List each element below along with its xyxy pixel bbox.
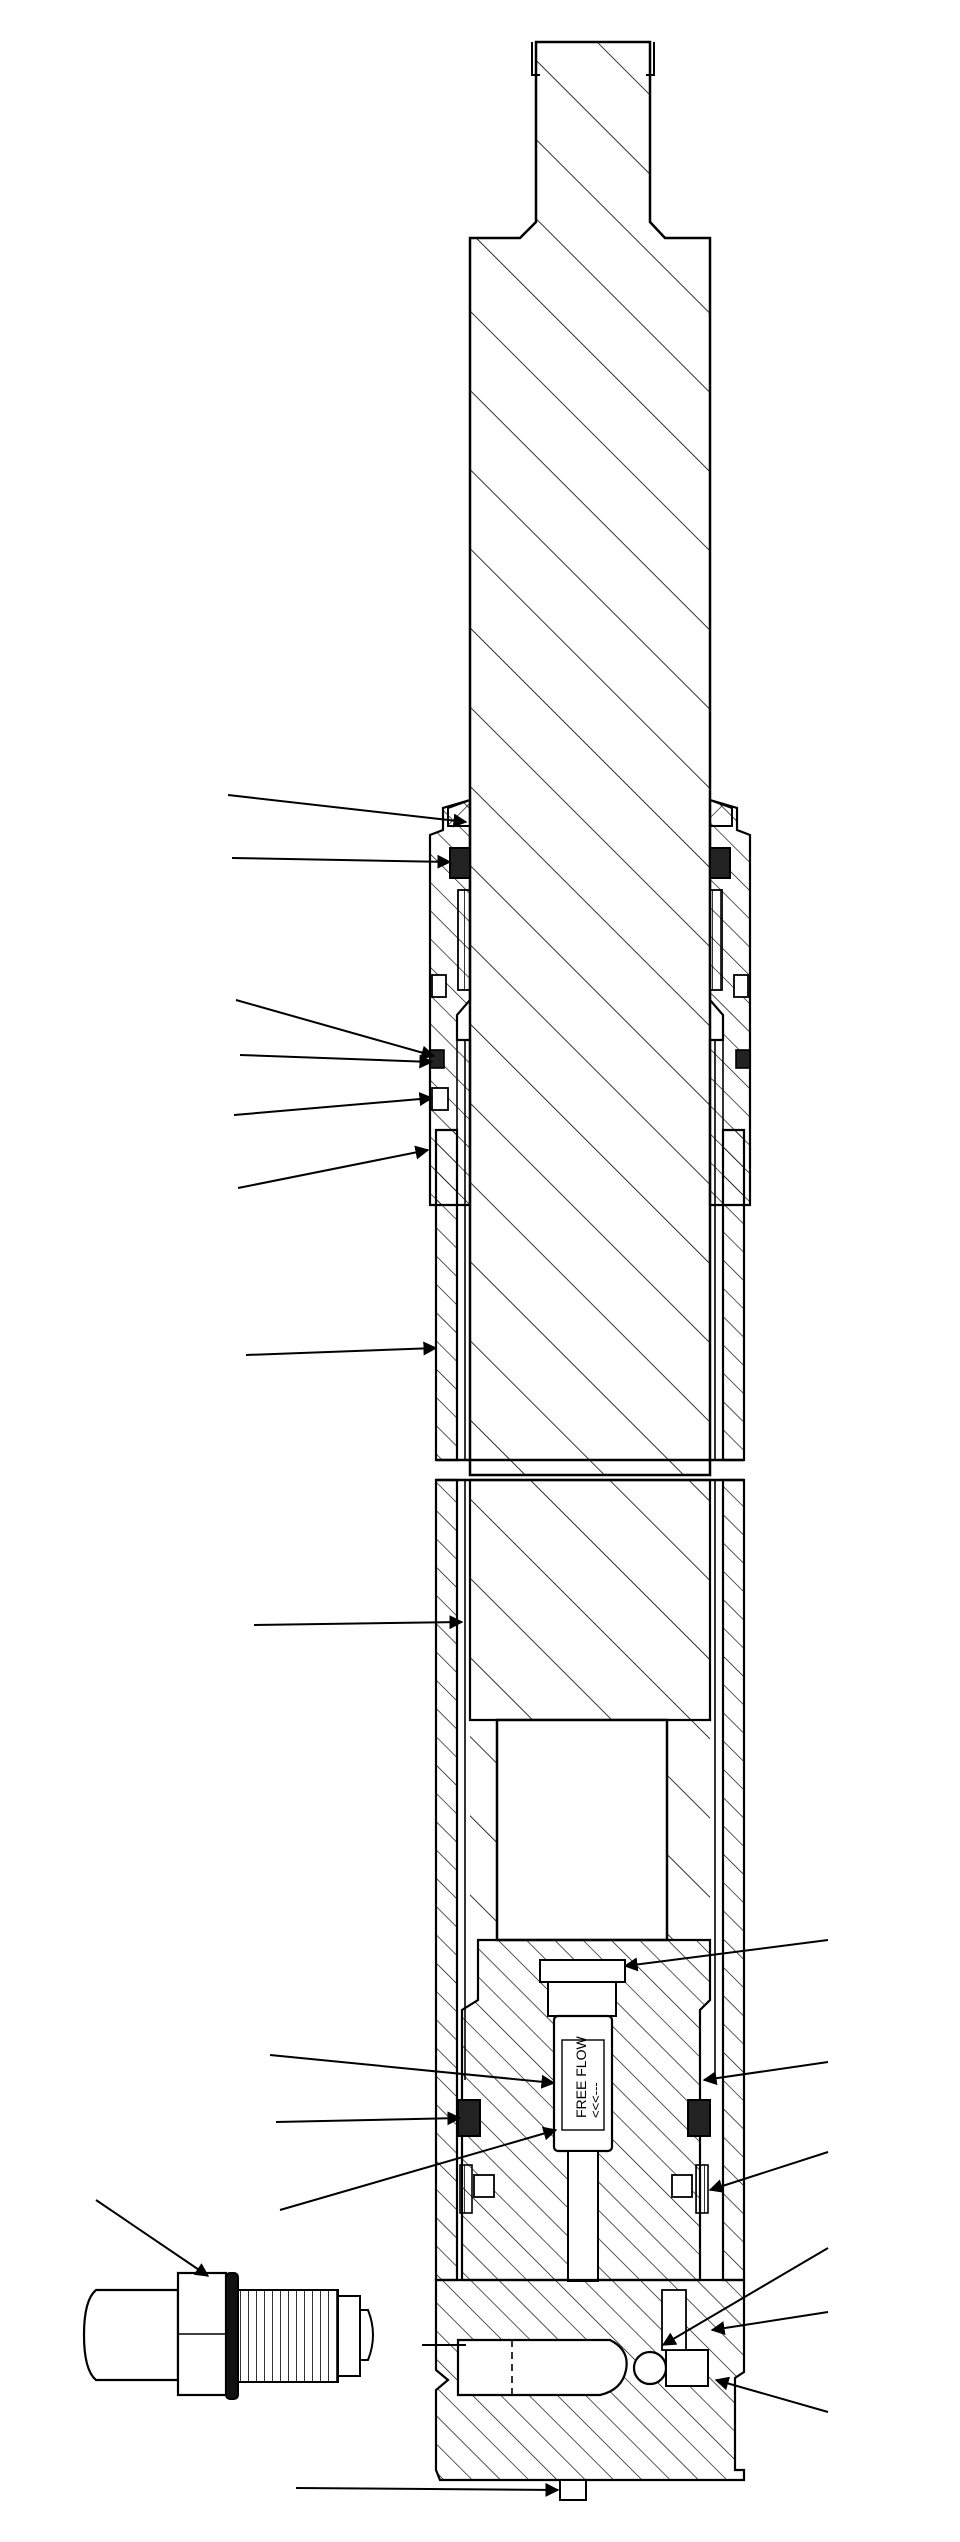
end-cap: [434, 2278, 746, 2501]
flow-direction-arrow: <<<---: [588, 2082, 603, 2118]
piston-seal-left: [457, 2099, 481, 2137]
piston-notch-left: [473, 2174, 495, 2198]
wear-ring-left: [459, 2164, 473, 2214]
wear-ring-right: [695, 2164, 709, 2214]
leader-gland-step: [237, 1145, 430, 1189]
guide-band-left: [457, 889, 471, 991]
backup-ring-left: [431, 1087, 449, 1111]
leader-o-ring-1: [235, 999, 436, 1060]
leader-lines: [95, 794, 829, 2497]
ball-check: [632, 2350, 668, 2386]
piston-rod: [468, 40, 712, 1477]
check-valve: FREE FLOW <<<---: [539, 1959, 626, 2282]
leader-piston-head: [702, 2061, 829, 2086]
leader-piston-seal: [275, 2111, 462, 2126]
o-ring-left: [429, 1049, 445, 1069]
leader-wear-ring: [708, 2151, 829, 2193]
bore-sidewall-left: [470, 1720, 497, 1940]
valve-cartridge-detail: [82, 2271, 374, 2400]
leader-backup-ring: [233, 1092, 434, 1116]
leader-plug: [714, 2376, 829, 2413]
leader-wiper-seal: [227, 794, 468, 828]
cylinder-tube-upper: [434, 1040, 746, 1462]
wiper-seal-right: [709, 798, 733, 827]
leader-piston-body: [269, 2054, 556, 2089]
piston-notch-right: [671, 2174, 693, 2198]
guide-band-right: [709, 889, 723, 991]
free-flow-label: FREE FLOW: [573, 2036, 589, 2118]
leader-rod-seal: [231, 854, 452, 869]
leader-valve-stem: [279, 2126, 558, 2211]
rod-seal-left: [449, 847, 471, 879]
leader-cartridge: [95, 2199, 210, 2277]
bottom-plug: [559, 2479, 587, 2501]
leader-tube: [245, 1341, 438, 1356]
leader-tube-wall: [253, 1615, 464, 1630]
bore-sidewall-right: [667, 1720, 710, 1940]
o-ring-right: [735, 1049, 751, 1069]
rod-bore-chamber: [495, 1718, 669, 1942]
leader-bottom-plug: [295, 2482, 560, 2497]
piston-seal-right: [687, 2099, 711, 2137]
leader-o-ring-2: [239, 1054, 434, 1069]
leader-ball-check: [661, 2247, 829, 2346]
leader-ball-seat: [710, 2311, 829, 2335]
cartridge-o-ring: [225, 2272, 239, 2400]
leader-check-valve-seat: [623, 1939, 829, 1972]
rod-seal-right: [709, 847, 731, 879]
